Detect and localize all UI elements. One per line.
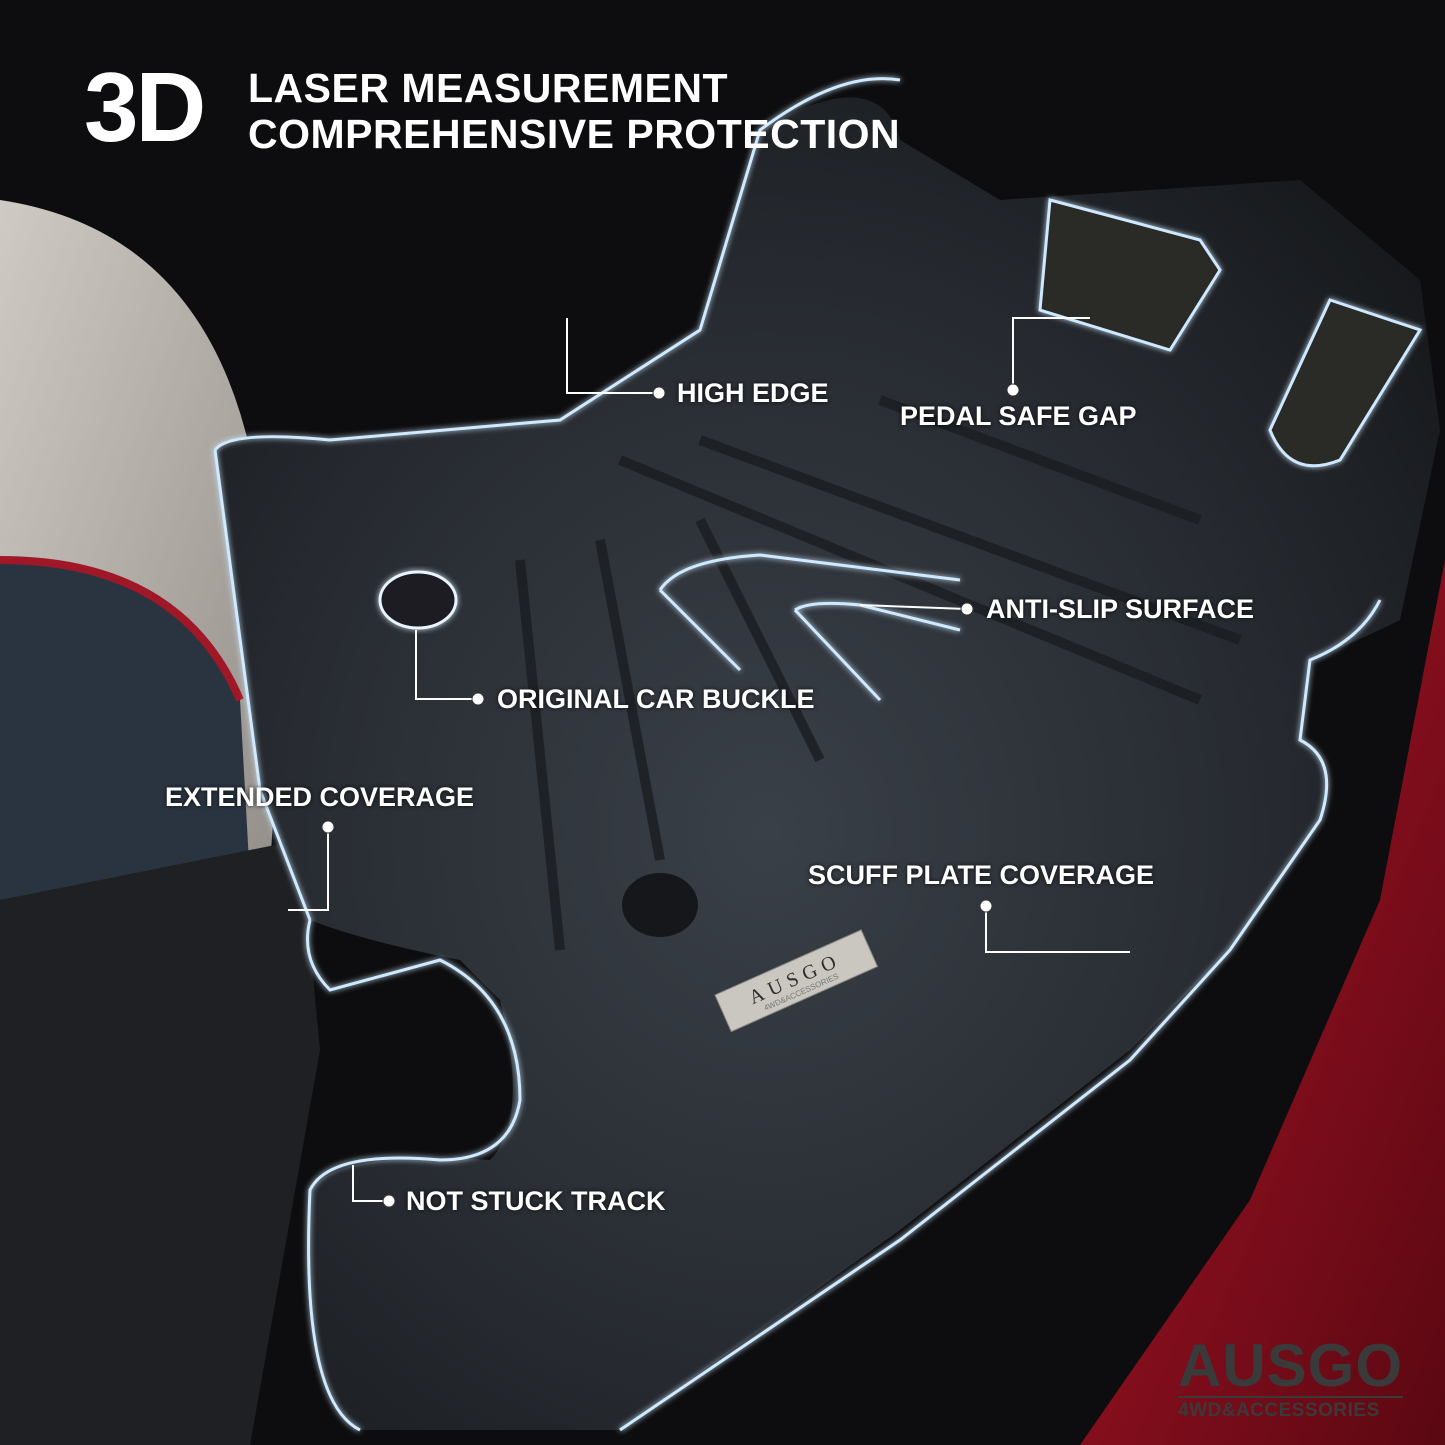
buckle-ring [378,570,458,630]
watermark-brand: AUSGO [1178,1332,1404,1399]
callout-dots [321,383,1020,1208]
callout-high-edge: HIGH EDGE [677,378,829,408]
callout-extended-coverage: EXTENDED COVERAGE [165,782,475,812]
title-line-2: COMPREHENSIVE PROTECTION [248,111,901,157]
brake-pedal [1038,198,1222,352]
title-3d: 3D [84,52,206,162]
callout-lines [288,317,1130,1202]
callout-not-stuck-track: NOT STUCK TRACK [406,1186,666,1216]
title-line-1: LASER MEASUREMENT [248,65,729,111]
watermark-logo: AUSGO 4WD&ACCESSORIES [1178,1332,1404,1422]
callout-anti-slip-surface: ANTI-SLIP SURFACE [986,594,1255,624]
accelerator-pedal [1268,298,1423,468]
car-door [1080,560,1445,1445]
callout-scuff-plate-coverage: SCUFF PLATE COVERAGE [808,860,1155,890]
watermark-sub: 4WD&ACCESSORIES [1178,1396,1404,1422]
buckle [622,873,698,937]
callout-original-car-buckle: ORIGINAL CAR BUCKLE [497,684,815,714]
callout-pedal-safe-gap: PEDAL SAFE GAP [900,401,1137,431]
